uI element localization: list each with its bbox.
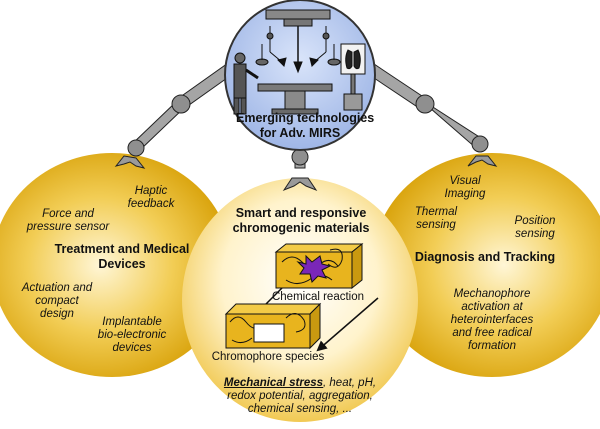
right-item-position: Position sensing xyxy=(502,215,568,241)
chemical-reaction-label: Chemical reaction xyxy=(262,291,374,304)
center-title: Smart and responsive chromogenic materia… xyxy=(226,206,376,236)
stimuli-line3: chemical sensing, ... xyxy=(247,403,353,415)
left-item-haptic-line1: Haptic xyxy=(134,185,168,197)
right-item-mechanophore-line2: activation at xyxy=(461,301,523,313)
stimuli-line1: Mechanical stress, heat, pH, xyxy=(200,377,400,390)
left-item-actuation: Actuation and compact design xyxy=(10,282,104,321)
right-title-text: Diagnosis and Tracking xyxy=(414,250,556,264)
operating-room-illustration xyxy=(233,9,366,115)
chromophore-species-label: Chromophore species xyxy=(208,351,328,364)
left-title-line2: Devices xyxy=(98,257,146,271)
stimuli-rest: , heat, pH, xyxy=(323,377,377,389)
right-item-thermal-line2: sensing xyxy=(416,219,456,231)
center-title-line1: Smart and responsive xyxy=(235,206,367,220)
left-item-haptic-line2: feedback xyxy=(127,198,175,210)
right-item-thermal: Thermal sensing xyxy=(404,206,468,232)
left-item-actuation-line3: design xyxy=(40,308,74,320)
left-item-force-line1: Force and xyxy=(42,208,94,220)
right-robot-arm xyxy=(355,55,498,167)
center-gold-circle xyxy=(182,178,418,422)
stimuli-line2: redox potential, aggregation, xyxy=(227,390,373,402)
top-title-line2: for Adv. MIRS xyxy=(259,126,341,140)
right-item-mechanophore-line1: Mechanophore xyxy=(453,288,531,300)
right-item-position-line1: Position xyxy=(514,215,556,227)
left-title: Treatment and Medical Devices xyxy=(52,242,192,272)
top-title: Emerging technologies for Adv. MIRS xyxy=(236,111,375,141)
right-item-thermal-line1: Thermal xyxy=(414,206,458,218)
down-arrow xyxy=(316,297,379,352)
top-blue-circle xyxy=(224,0,376,151)
left-item-actuation-line2: compact xyxy=(35,295,79,307)
right-item-mechanophore: Mechanophore activation at heterointerfa… xyxy=(436,288,548,353)
left-item-implantable-line3: devices xyxy=(112,342,152,354)
right-gold-circle xyxy=(372,153,600,377)
right-item-visual-line1: Visual xyxy=(449,175,481,187)
left-item-implantable-line1: Implantable xyxy=(102,316,162,328)
chemical-reaction-block xyxy=(274,242,364,290)
right-item-mechanophore-line3: heterointerfaces xyxy=(450,314,534,326)
left-gold-circle xyxy=(0,153,232,377)
chromophore-species-block xyxy=(224,302,322,350)
right-item-mechanophore-line4: and free radical xyxy=(452,327,532,339)
right-item-position-line2: sensing xyxy=(515,228,555,240)
right-item-mechanophore-line5: formation xyxy=(468,340,516,352)
stimuli-text: Mechanical stress, heat, pH, redox poten… xyxy=(200,377,400,416)
left-item-force: Force and pressure sensor xyxy=(18,208,118,234)
stimuli-emphasis: Mechanical stress xyxy=(223,377,324,389)
chromophore-species-text: Chromophore species xyxy=(211,351,325,363)
center-title-line2: chromogenic materials xyxy=(232,221,370,235)
top-title-line1: Emerging technologies xyxy=(236,111,375,125)
left-title-line1: Treatment and Medical xyxy=(54,242,190,256)
left-item-actuation-line1: Actuation and xyxy=(21,282,93,294)
left-item-implantable-line2: bio-electronic xyxy=(97,329,167,341)
chemical-reaction-text: Chemical reaction xyxy=(271,291,365,303)
left-item-implantable: Implantable bio-electronic devices xyxy=(80,316,184,355)
left-item-force-line2: pressure sensor xyxy=(26,221,110,233)
left-item-haptic: Haptic feedback xyxy=(116,185,186,211)
right-item-visual-line2: Imaging xyxy=(444,188,486,200)
right-title: Diagnosis and Tracking xyxy=(410,250,560,265)
right-item-visual: Visual Imaging xyxy=(430,175,500,201)
